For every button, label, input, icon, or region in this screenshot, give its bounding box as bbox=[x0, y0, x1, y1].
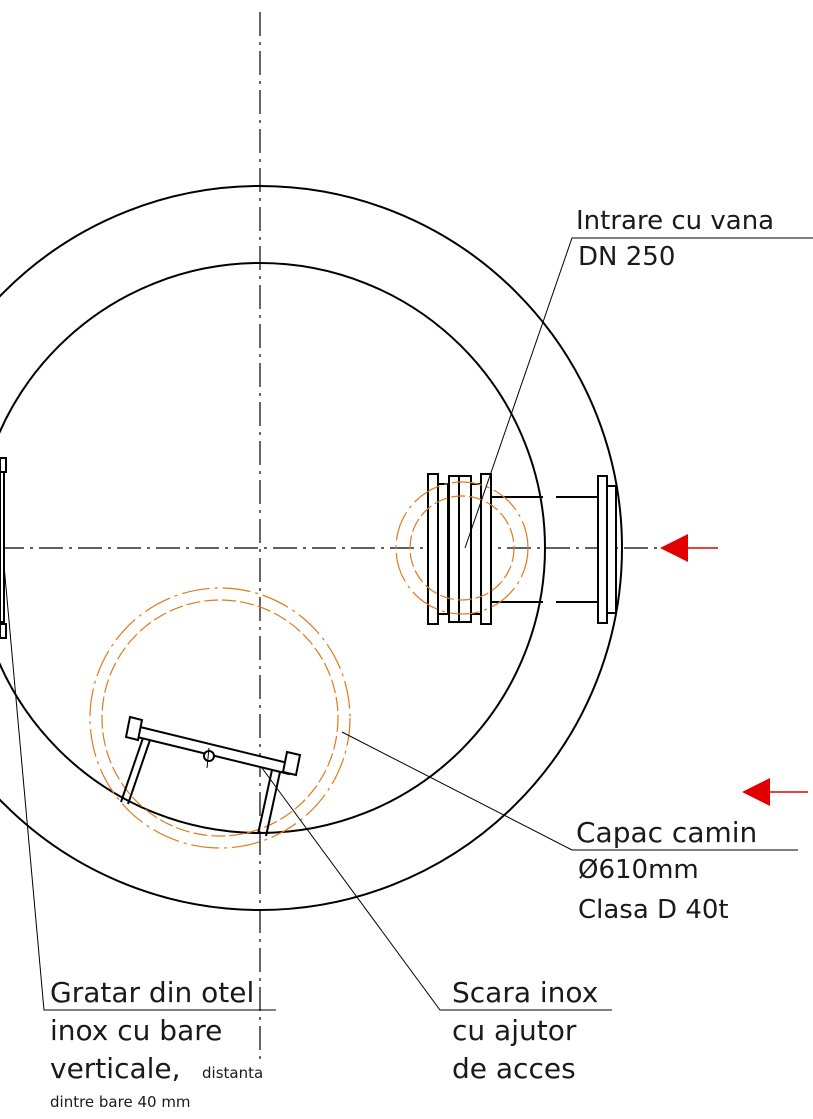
grate-label-line2: inox cu bare bbox=[50, 1014, 222, 1047]
ladder-leader bbox=[261, 767, 612, 1011]
steel-grate bbox=[0, 457, 7, 639]
cover-label-line2: Ø610mm bbox=[578, 855, 699, 885]
cover-label-line3: Clasa D 40t bbox=[578, 895, 729, 925]
grate-label-line1: Gratar din otel bbox=[50, 976, 254, 1009]
cover-outer-circle bbox=[89, 587, 351, 849]
grate-leader bbox=[3, 564, 276, 1011]
cover-label-line1: Capac camin bbox=[576, 816, 757, 849]
outer-wall-circle bbox=[0, 185, 623, 911]
inner-wall-circle bbox=[0, 262, 546, 834]
ladder-label: Scara inox cu ajutor de acces bbox=[452, 976, 598, 1085]
cover-hidden-circles bbox=[89, 587, 351, 849]
flow-arrows bbox=[660, 534, 808, 806]
inlet-label-line1: Intrare cu vana bbox=[576, 206, 774, 236]
ladder-label-line2: cu ajutor bbox=[452, 1014, 577, 1047]
inlet-label-line2: DN 250 bbox=[578, 242, 675, 272]
valve-hidden-circles bbox=[395, 481, 529, 615]
cover-label: Capac camin Ø610mm Clasa D 40t bbox=[576, 816, 757, 925]
flow-arrow-icon bbox=[742, 778, 770, 806]
ladder-label-line3: de acces bbox=[452, 1052, 576, 1085]
leader-lines bbox=[3, 237, 813, 1011]
cover-leader bbox=[341, 731, 798, 851]
inlet-flow-arrow-icon bbox=[660, 534, 688, 562]
ladder-label-line1: Scara inox bbox=[452, 976, 598, 1009]
grate-label-line4: dintre bare 40 mm bbox=[50, 1093, 191, 1111]
inlet-label: Intrare cu vana DN 250 bbox=[576, 206, 774, 272]
wall-flange bbox=[597, 475, 617, 624]
inlet-pipe bbox=[490, 496, 600, 603]
grate-label-line3-small: distanta bbox=[202, 1064, 263, 1082]
grate-label: Gratar din otel inox cu bare verticale, … bbox=[50, 976, 263, 1111]
grate-label-line3: verticale, bbox=[50, 1052, 181, 1085]
inlet-leader bbox=[464, 237, 813, 549]
chamber-walls bbox=[0, 185, 623, 911]
access-ladder bbox=[120, 715, 302, 837]
valve-dn250 bbox=[427, 473, 492, 625]
cover-inner-circle bbox=[101, 599, 339, 837]
